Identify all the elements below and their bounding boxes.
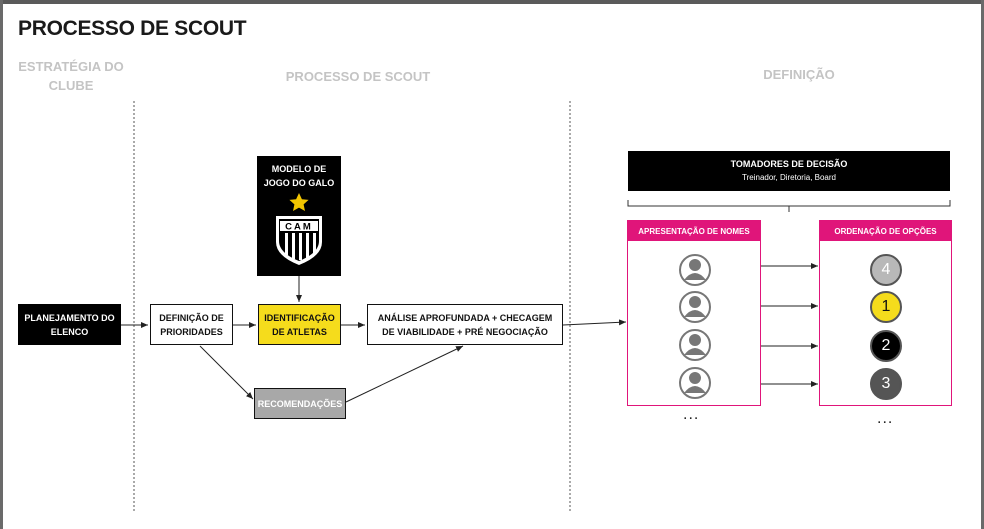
- window-left-border: [0, 0, 3, 529]
- person-icon: [679, 367, 711, 399]
- tomadores-de-decisao-box: TOMADORES DE DECISÃO Treinador, Diretori…: [628, 151, 950, 191]
- option-circle-2: 2: [870, 330, 902, 362]
- box-identificacao-atletas: IDENTIFICAÇÃO DE ATLETAS: [258, 304, 341, 345]
- person-icon: [679, 329, 711, 361]
- arrow-recomendacoes-analise: [345, 345, 464, 403]
- box-planejamento-elenco: PLANEJAMENTO DO ELENCO: [18, 304, 121, 345]
- box-modelo-de-jogo: MODELO DE JOGO DO GALO CAM: [257, 156, 341, 276]
- window-right-border: [981, 0, 984, 529]
- tomadores-title: TOMADORES DE DECISÃO: [730, 159, 848, 169]
- arrow-analise-nomes: [562, 319, 627, 326]
- section-label-definicao: DEFINIÇÃO: [763, 67, 835, 82]
- section-label-processo: PROCESSO DE SCOUT: [285, 69, 431, 84]
- crest-icon: CAM: [276, 193, 322, 265]
- person-icons: [679, 254, 711, 399]
- panel-header-opcoes: ORDENAÇÃO DE OPÇÕES: [820, 221, 951, 241]
- person-icon: [679, 291, 711, 323]
- arrow-definicao-recomendacoes: [199, 345, 254, 400]
- opcoes-ellipsis: ...: [877, 410, 894, 427]
- section-label-estrategia: ESTRATÉGIA DO CLUBE: [18, 59, 124, 93]
- modelo-label: MODELO DE JOGO DO GALO: [263, 164, 335, 188]
- person-icon: [679, 254, 711, 286]
- box-definicao-prioridades: DEFINIÇÃO DE PRIORIDADES: [150, 304, 233, 345]
- nomes-ellipsis: ...: [683, 406, 700, 423]
- star-icon: [289, 193, 309, 211]
- crest-letters: CAM: [285, 222, 313, 233]
- panel-apresentacao-nomes: APRESENTAÇÃO DE NOMES: [627, 220, 761, 406]
- window-top-border: [0, 0, 984, 4]
- box-recomendacoes: RECOMENDAÇÕES: [254, 388, 346, 419]
- option-circle-1: 1: [870, 291, 902, 323]
- option-circle-3: 3: [870, 368, 902, 400]
- option-circle-4: 4: [870, 254, 902, 286]
- slide-title: PROCESSO DE SCOUT: [18, 17, 247, 40]
- panel-header-nomes: APRESENTAÇÃO DE NOMES: [628, 221, 760, 241]
- box-analise-aprofundada: ANÁLISE APROFUNDADA + CHECAGEM DE VIABIL…: [367, 304, 563, 345]
- tomadores-bracket: [627, 200, 951, 212]
- tomadores-subtitle: Treinador, Diretoria, Board: [742, 173, 836, 182]
